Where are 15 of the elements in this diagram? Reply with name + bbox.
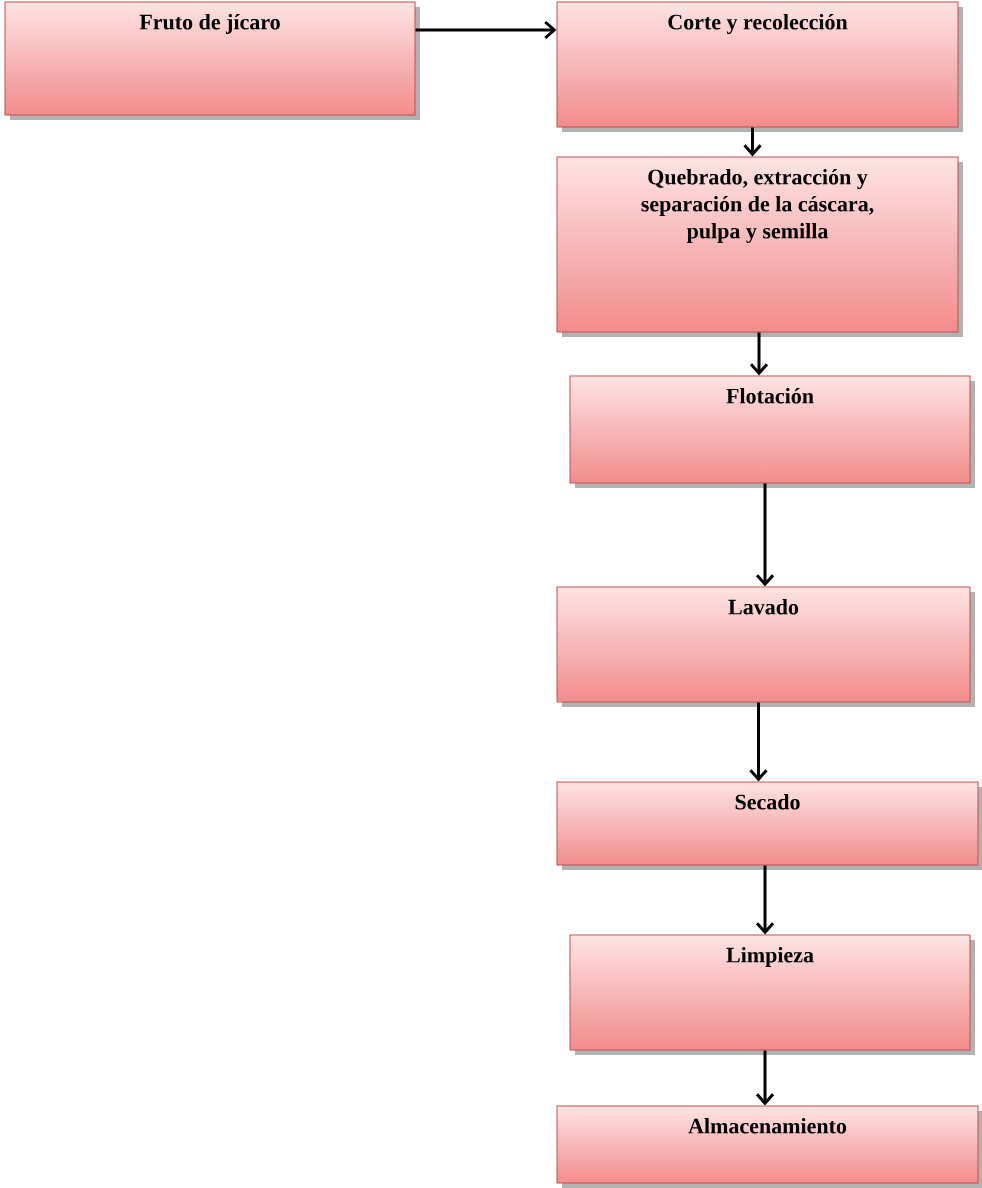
process-box: Flotación xyxy=(569,375,975,488)
process-box: Limpieza xyxy=(569,934,975,1055)
arrow xyxy=(755,483,775,587)
arrow xyxy=(743,127,762,157)
process-box: Corte y recolección xyxy=(556,1,963,132)
process-box: Lavado xyxy=(556,586,975,707)
arrow xyxy=(755,1050,775,1106)
process-box: Fruto de jícaro xyxy=(4,1,420,120)
arrow xyxy=(755,865,775,935)
arrow xyxy=(415,20,557,40)
process-box: Quebrado, extracción y separación de la cáscara, pulpa y semilla xyxy=(556,156,963,337)
process-box: Secado xyxy=(556,781,982,870)
arrow xyxy=(749,702,768,782)
process-box: Almacenamiento xyxy=(556,1105,982,1188)
arrow xyxy=(749,332,769,376)
